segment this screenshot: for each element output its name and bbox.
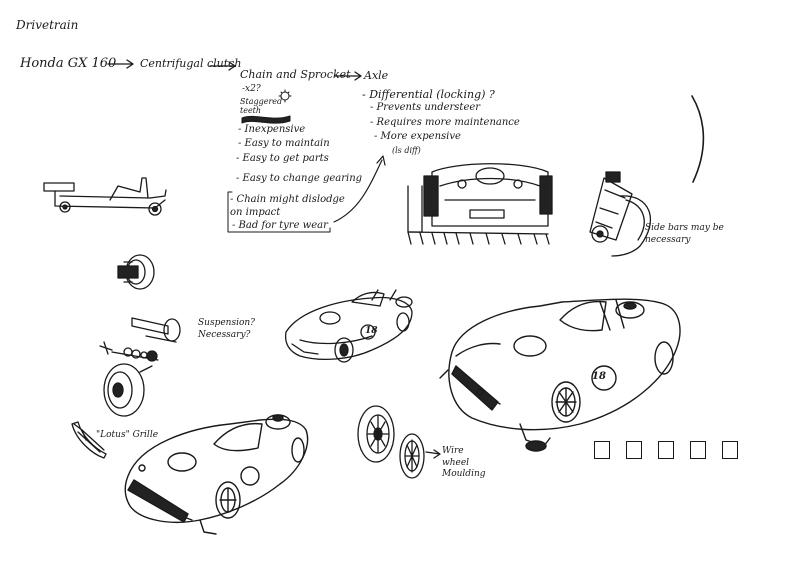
axle-note-differential: - Differential (locking) ? (362, 88, 495, 101)
flow-transmission-label: Chain and Sprocket (240, 68, 351, 81)
chain-note-3: - Easy to get parts (236, 153, 329, 164)
car-number-small: 18 (365, 326, 378, 336)
empty-checkbox (658, 441, 674, 459)
chain-bracket (227, 191, 331, 233)
wire-wheel-annotation: Wire wheel Moulding (442, 446, 486, 480)
large-arc (691, 95, 705, 183)
axle-note-3: - More expensive (374, 131, 461, 142)
small-car-sketch (284, 289, 413, 363)
chain-note-5: - Chain might dislodge on impact (230, 194, 345, 218)
chassis-sketch (43, 177, 167, 216)
suspension-exploded-sketch (99, 317, 181, 417)
grille-annotation: "Lotus" Grille (96, 430, 159, 440)
axle-note-ls-diff: (ls diff) (392, 146, 421, 155)
sprocket-doodle-icon (278, 89, 292, 103)
chain-note-4: - Easy to change gearing (236, 173, 363, 184)
wire-wheel-sketch (357, 405, 441, 479)
wheel-hub-sketch (117, 254, 155, 290)
large-car-sketch (439, 298, 681, 452)
top-view-sketch (589, 171, 651, 257)
side-bars-annotation: Side bars may be necessary (645, 223, 724, 245)
empty-checkbox (594, 441, 610, 459)
chain-note-x2: -x2? (242, 84, 261, 94)
car-number-large: 18 (592, 371, 606, 382)
chain-note-6: - Bad for tyre wear (232, 220, 328, 231)
axle-note-2: - Requires more maintenance (370, 117, 520, 128)
curved-arrow (333, 155, 386, 223)
grille-sketch (71, 421, 107, 459)
chain-note-staggered: Staggered teeth (240, 97, 283, 115)
flow-arrows (107, 59, 362, 81)
bottom-car-sketch (124, 414, 309, 535)
rear-view-sketch (407, 163, 553, 245)
empty-checkbox (690, 441, 706, 459)
flow-clutch-label: Centrifugal clutch (140, 57, 242, 70)
scribble-strike (241, 115, 291, 124)
chain-note-2: - Easy to maintain (238, 138, 330, 149)
checkbox-row (592, 441, 744, 463)
empty-checkbox (722, 441, 738, 459)
axle-note-1: - Prevents understeer (370, 102, 481, 113)
flow-engine-label: Honda GX 160 (20, 56, 117, 71)
suspension-annotation: Suspension? Necessary? (198, 318, 256, 340)
empty-checkbox (626, 441, 642, 459)
page-title: Drivetrain (16, 18, 79, 32)
flow-axle-label: Axle (364, 69, 389, 82)
chain-note-1: - Inexpensive (238, 124, 306, 135)
